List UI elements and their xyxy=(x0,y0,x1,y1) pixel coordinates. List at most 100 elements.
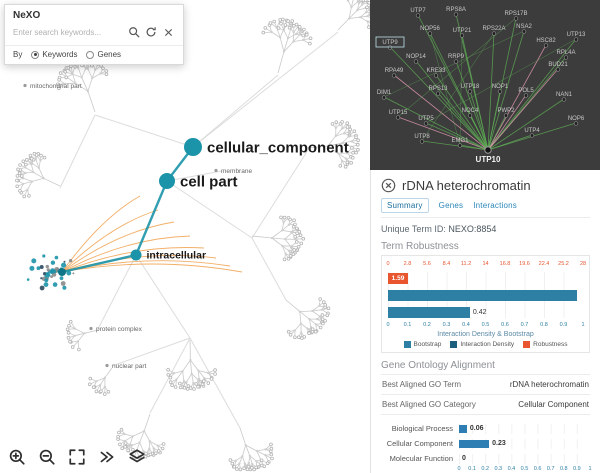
network-node[interactable] xyxy=(459,33,465,38)
network-node-label[interactable]: UTP7 xyxy=(410,8,426,14)
network-node-label[interactable]: NOP6 xyxy=(568,116,585,122)
tree-node-label[interactable]: cellular_component xyxy=(207,139,349,156)
network-node-label[interactable]: UTP21 xyxy=(453,28,472,34)
network-node[interactable] xyxy=(423,121,429,126)
network-node[interactable] xyxy=(467,113,473,118)
network-node[interactable] xyxy=(523,93,529,98)
interaction-network-canvas[interactable]: UTP7 RPS8A RPS17B UTP13 NOP56 UTP21 RPS22A NSA2… xyxy=(370,0,600,170)
radio-icon xyxy=(31,50,40,59)
network-node[interactable] xyxy=(503,113,509,118)
network-node-label[interactable]: UTP13 xyxy=(567,32,586,38)
search-by-keywords-radio[interactable]: Keywords xyxy=(31,50,77,59)
network-node-label[interactable]: UTP8 xyxy=(414,134,430,140)
tab-interactions[interactable]: Interactions xyxy=(473,201,517,210)
network-node-label[interactable]: RPS17B xyxy=(504,11,527,17)
network-node-label[interactable]: BUD21 xyxy=(548,62,568,68)
tree-branch-label[interactable]: nuclear part xyxy=(112,363,147,370)
network-node[interactable] xyxy=(453,59,459,64)
network-node-label[interactable]: UTP15 xyxy=(389,110,408,116)
network-node-label[interactable]: RPA49 xyxy=(385,68,404,74)
network-node-label[interactable]: DIM1 xyxy=(377,90,392,96)
search-icon[interactable] xyxy=(127,25,141,39)
tab-genes[interactable]: Genes xyxy=(438,201,464,210)
network-node[interactable] xyxy=(419,139,425,144)
network-node[interactable] xyxy=(391,73,397,78)
tree-branch-label[interactable]: protein complex xyxy=(96,326,143,333)
network-node[interactable] xyxy=(387,45,393,50)
network-node[interactable] xyxy=(413,59,419,64)
network-node-label[interactable]: RPS8A xyxy=(446,7,466,13)
fit-view-icon[interactable] xyxy=(66,446,88,468)
network-node-label[interactable]: NSA2 xyxy=(516,24,532,30)
axis-tick: 1 xyxy=(581,322,585,328)
tab-summary[interactable]: Summary xyxy=(381,198,429,213)
tree-branch-label[interactable]: membrane xyxy=(221,168,252,175)
network-node[interactable] xyxy=(415,13,421,18)
network-node-label[interactable]: NAN1 xyxy=(556,92,573,98)
network-node-label[interactable]: UTP9 xyxy=(382,40,398,46)
reset-icon[interactable] xyxy=(144,25,158,39)
network-node[interactable] xyxy=(467,89,473,94)
search-by-genes-radio[interactable]: Genes xyxy=(86,50,121,59)
axis-tick: 0 xyxy=(386,261,390,267)
network-hub-node[interactable] xyxy=(484,146,492,154)
network-node[interactable] xyxy=(427,31,433,36)
axis-tick: 8.4 xyxy=(442,261,451,267)
zoom-in-icon[interactable] xyxy=(6,446,28,468)
network-node[interactable] xyxy=(395,115,401,120)
network-node[interactable] xyxy=(543,43,549,48)
network-node-label[interactable]: RPS22A xyxy=(482,26,505,32)
network-node-label[interactable]: UTP4 xyxy=(524,128,540,134)
network-node-label[interactable]: RPS13 xyxy=(428,86,448,92)
collapse-tree-icon[interactable] xyxy=(96,446,118,468)
tree-node[interactable] xyxy=(184,138,202,156)
network-node[interactable] xyxy=(555,67,561,72)
tree-node-label[interactable]: intracellular xyxy=(147,250,207,262)
tree-node[interactable] xyxy=(159,173,175,189)
close-icon[interactable] xyxy=(381,178,396,193)
network-node[interactable] xyxy=(529,133,535,138)
network-node[interactable] xyxy=(573,121,579,126)
network-node-label[interactable]: NOP14 xyxy=(406,54,426,60)
zoom-out-icon[interactable] xyxy=(36,446,58,468)
network-node[interactable] xyxy=(497,89,503,94)
layers-icon[interactable] xyxy=(126,446,148,468)
network-node-label[interactable]: NOP56 xyxy=(420,26,440,32)
network-node[interactable] xyxy=(561,97,567,102)
network-node[interactable] xyxy=(457,143,463,148)
tree-node[interactable] xyxy=(130,249,142,261)
network-node[interactable] xyxy=(491,31,497,36)
network-node-label[interactable]: NOP1 xyxy=(492,84,509,90)
network-node-label[interactable]: HSC82 xyxy=(536,38,556,44)
tree-branch-label[interactable]: mitochondrial part xyxy=(30,83,82,90)
network-node-label[interactable]: PWP2 xyxy=(497,108,515,114)
network-node-label[interactable]: UTP5 xyxy=(418,116,434,122)
network-node[interactable] xyxy=(563,55,569,60)
network-node-label[interactable]: POL5 xyxy=(518,88,534,94)
search-input[interactable] xyxy=(13,27,124,37)
tree-node-label[interactable]: cell part xyxy=(180,173,238,190)
axis-tick: 0.3 xyxy=(494,466,503,472)
network-node-label[interactable]: RRP9 xyxy=(448,54,465,60)
network-node-label[interactable]: EMG1 xyxy=(451,138,469,144)
interaction-network-panel[interactable]: UTP7 RPS8A RPS17B UTP13 NOP56 UTP21 RPS22A NSA2… xyxy=(370,0,600,170)
network-node-label[interactable]: UTP18 xyxy=(461,84,480,90)
network-node-label[interactable]: RPL4A xyxy=(556,50,575,56)
network-node-label[interactable]: KRE33 xyxy=(426,68,446,74)
app-title: NeXO xyxy=(13,10,41,21)
network-node-label[interactable]: NOC4 xyxy=(462,108,479,114)
network-hub-label[interactable]: UTP10 xyxy=(476,155,501,164)
network-node[interactable] xyxy=(435,91,441,96)
bar-interaction-density: 0.42 xyxy=(388,306,583,318)
network-node[interactable] xyxy=(513,16,519,21)
network-node[interactable] xyxy=(381,95,387,100)
network-node[interactable] xyxy=(433,73,439,78)
clear-icon[interactable] xyxy=(161,25,175,39)
network-node[interactable] xyxy=(521,29,527,34)
network-node[interactable] xyxy=(573,37,579,42)
network-node[interactable] xyxy=(453,12,459,17)
